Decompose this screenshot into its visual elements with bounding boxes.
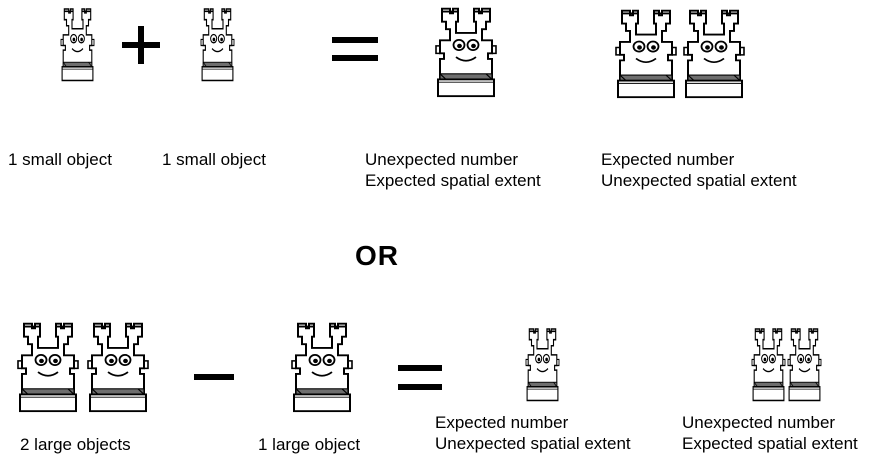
equals-operator-icon xyxy=(398,365,442,390)
large-object-icon xyxy=(17,322,79,413)
large-object-icon xyxy=(87,322,149,413)
bottom-outcome-1-line-1: Expected number xyxy=(435,413,569,432)
small-object-icon xyxy=(787,328,822,402)
top-operand-1-label: 1 small object xyxy=(8,150,112,169)
plus-operator-icon xyxy=(122,26,160,64)
bottom-outcome-1-label: Expected number Unexpected spatial exten… xyxy=(435,412,631,454)
top-outcome-2-line-2: Unexpected spatial extent xyxy=(601,171,797,190)
large-object-icon xyxy=(615,9,677,99)
equals-operator-icon xyxy=(332,37,378,61)
top-outcome-1-line-2: Expected spatial extent xyxy=(365,171,541,190)
bottom-outcome-1-line-2: Unexpected spatial extent xyxy=(435,434,631,453)
bottom-operand-2-label: 1 large object xyxy=(258,435,361,454)
small-object-icon xyxy=(751,328,786,402)
bottom-operand-1-label: 2 large objects xyxy=(20,435,131,454)
small-object-icon xyxy=(525,328,560,402)
top-outcome-2-label: Expected number Unexpected spatial exten… xyxy=(601,149,797,191)
bottom-outcome-2-line-1: Unexpected number xyxy=(682,413,836,432)
small-object-icon xyxy=(60,8,95,82)
top-outcome-2-line-1: Expected number xyxy=(601,150,735,169)
minus-operator-icon xyxy=(194,374,234,380)
top-outcome-1-line-1: Unexpected number xyxy=(365,150,519,169)
or-label: OR xyxy=(355,240,399,271)
large-object-icon xyxy=(683,9,745,99)
bottom-outcome-2-label: Unexpected number Expected spatial exten… xyxy=(682,412,858,454)
small-object-icon xyxy=(200,8,235,82)
bottom-outcome-2-line-2: Expected spatial extent xyxy=(682,434,858,453)
large-object-icon xyxy=(435,7,497,98)
top-operand-2-label: 1 small object xyxy=(162,150,266,169)
large-object-icon xyxy=(291,322,353,413)
top-outcome-1-label: Unexpected number Expected spatial exten… xyxy=(365,149,541,191)
